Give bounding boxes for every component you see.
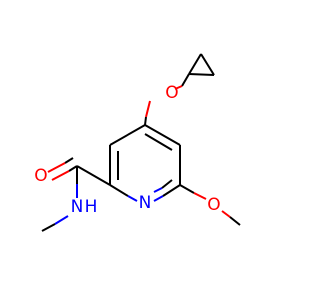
atom-amide-hydrogen: H xyxy=(85,197,98,217)
atom-amide-nitrogen: N xyxy=(71,197,84,217)
bond-ring-3-blue xyxy=(127,195,138,202)
bond-ome-methyl-black xyxy=(229,216,241,226)
bond-ring-3-black xyxy=(109,184,129,197)
pyridine-ring xyxy=(109,124,181,202)
bond-o-ring-red xyxy=(145,100,151,118)
atom-ether-oxygen: O xyxy=(165,83,178,103)
bond-cp-3 xyxy=(188,73,215,76)
structure-canvas: O N O O N H xyxy=(34,53,241,232)
bond-ome-red xyxy=(193,192,207,200)
bond-ring-4-inner-black xyxy=(161,179,173,189)
molecule-diagram: O N O O N H xyxy=(34,53,241,232)
bond-ring-4-blue xyxy=(153,195,164,202)
bond-co-2-red xyxy=(47,162,66,173)
bond-ring-6-inner xyxy=(144,133,173,151)
bond-co-1-black xyxy=(68,165,78,172)
bond-ring-carbonyl xyxy=(76,165,111,186)
bond-ome-black xyxy=(179,184,195,194)
bond-ring-4-inner-blue xyxy=(153,187,163,193)
bond-n-methyl-black xyxy=(41,223,56,232)
bond-o-ring-black xyxy=(144,116,147,126)
atom-carbonyl-oxygen: O xyxy=(34,166,47,186)
bond-cp-1 xyxy=(188,53,202,75)
bond-co-2-black xyxy=(64,157,74,164)
atom-ring-nitrogen: N xyxy=(139,193,152,213)
bond-cp-o-red xyxy=(174,85,183,90)
bond-ring-1 xyxy=(109,124,146,146)
bond-ring-6 xyxy=(144,124,181,146)
bond-ring-4-black xyxy=(162,184,181,197)
atom-methoxy-oxygen: O xyxy=(207,195,220,215)
bond-ome-methyl-red xyxy=(221,210,231,218)
bond-n-methyl-blue xyxy=(54,215,69,225)
cyclopropyl-ring xyxy=(188,53,215,76)
bond-cp-2 xyxy=(200,53,215,76)
bond-co-1-red xyxy=(51,170,70,181)
bond-cp-o-black xyxy=(181,73,190,87)
